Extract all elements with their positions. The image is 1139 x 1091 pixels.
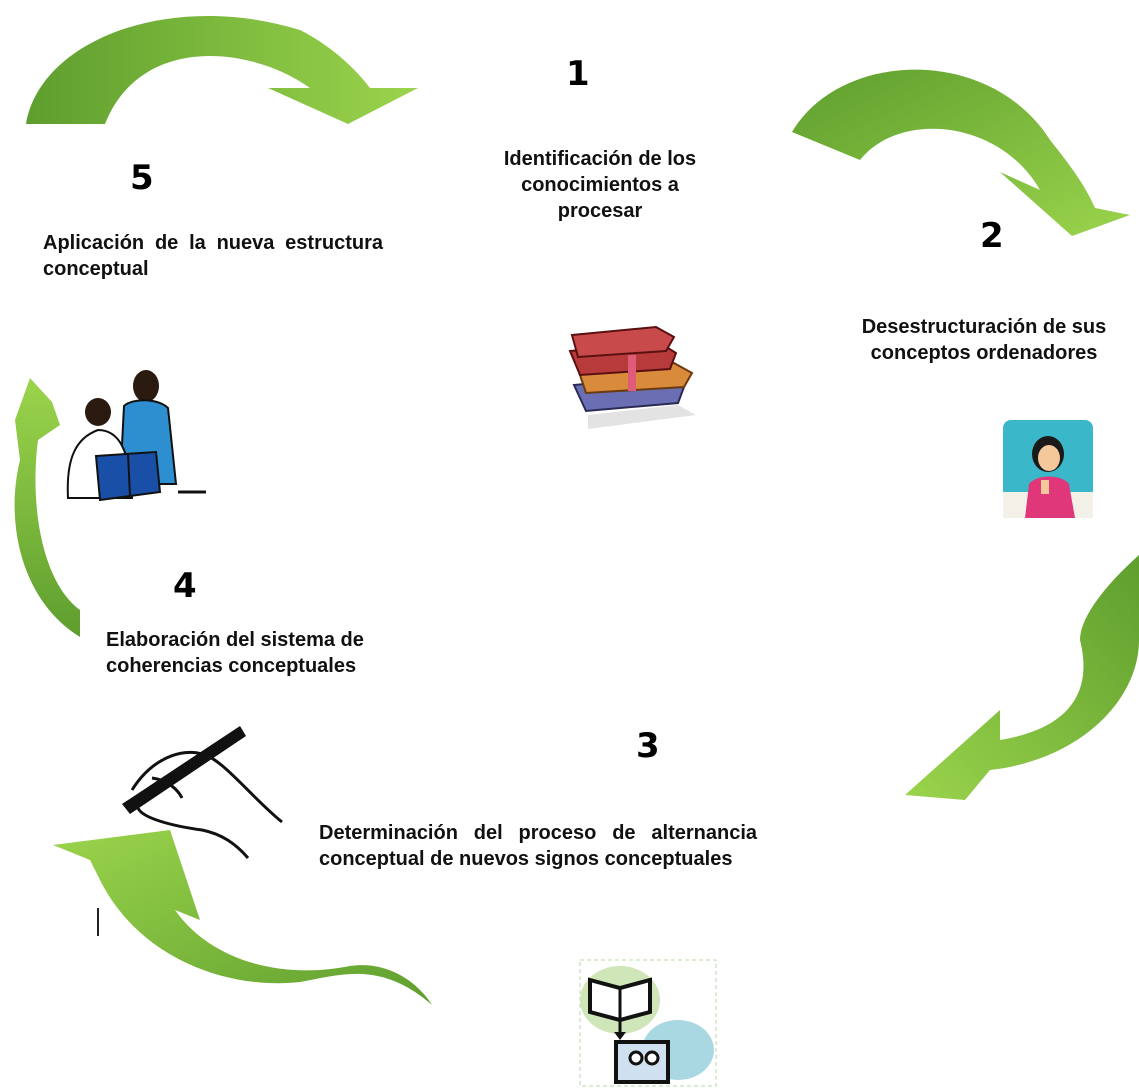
step-5-text: Aplicación de la nueva estructura concep…: [43, 232, 383, 280]
books-icon: [568, 325, 696, 429]
step-1-text: Identificación de los conocimientos a pr…: [503, 148, 697, 222]
book-to-mind-icon: [579, 959, 717, 1087]
arrow-4-to-5: [14, 378, 80, 637]
arrow-2-to-3: [905, 555, 1139, 800]
step-3-number: 3: [636, 726, 660, 766]
step-4-text: Elaboración del sistema de coherencias c…: [106, 629, 364, 677]
step-5-number: 5: [130, 158, 154, 198]
arrow-5-to-1: [26, 15, 418, 124]
text-cursor: [97, 908, 99, 936]
arrow-1-to-2: [792, 69, 1130, 236]
reading-couple-icon: [66, 370, 206, 502]
step-3-text: Determinación del proceso de alternancia…: [319, 822, 757, 870]
writing-hand-icon: [122, 726, 283, 859]
step-2-number: 2: [980, 216, 1004, 256]
step-1-number: 1: [566, 54, 590, 94]
arrow-3-to-4: [53, 830, 432, 1005]
step-2-text: Desestructuración de sus conceptos orden…: [861, 316, 1107, 364]
step-4-number: 4: [173, 566, 197, 606]
thinking-student-icon: [1003, 420, 1093, 518]
